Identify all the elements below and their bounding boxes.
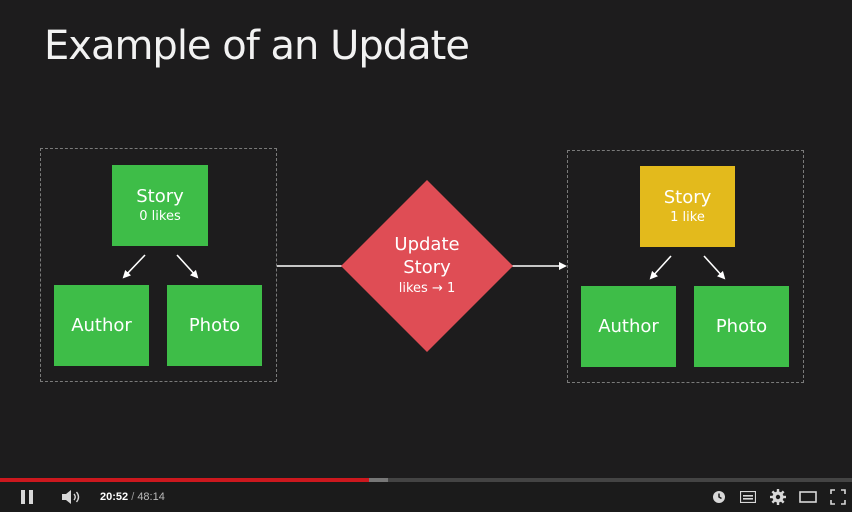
player-controls: 20:52 / 48:14 — [0, 478, 852, 512]
after-author-node: Author — [581, 286, 676, 367]
after-photo-label: Photo — [715, 315, 768, 337]
before-story-to-photo-arrow — [176, 254, 199, 279]
update-label: Update — [394, 234, 460, 255]
current-time: 20:52 — [100, 491, 129, 503]
before-group-box — [40, 148, 277, 382]
volume-icon — [62, 490, 80, 504]
before-author-node: Author — [54, 285, 149, 366]
video-frame[interactable]: Example of an Update Story 0 likes Autho… — [0, 0, 852, 478]
mute-button[interactable] — [58, 487, 84, 507]
after-group-box — [567, 150, 804, 383]
before-author-label: Author — [71, 314, 132, 336]
before-story-label: Story — [136, 186, 184, 207]
after-story-to-photo-arrow — [703, 255, 726, 280]
after-story-node: Story 1 like — [640, 166, 735, 247]
after-story-to-author-arrow — [649, 255, 672, 280]
progress-played — [0, 478, 369, 482]
slide-title: Example of an Update — [44, 23, 470, 69]
before-photo-label: Photo — [188, 314, 241, 336]
progress-bar[interactable] — [0, 478, 852, 482]
diamond-shape — [341, 180, 513, 352]
pause-button[interactable] — [16, 487, 38, 507]
fullscreen-icon — [830, 489, 846, 505]
after-story-likes: 1 like — [670, 210, 705, 225]
update-detail: likes → 1 — [398, 281, 456, 296]
after-photo-node: Photo — [694, 286, 789, 367]
duration: 48:14 — [137, 491, 165, 503]
fullscreen-button[interactable] — [827, 487, 849, 507]
before-photo-node: Photo — [167, 285, 262, 366]
before-story-to-author-arrow — [122, 254, 146, 279]
update-target-label: Story — [403, 257, 451, 278]
after-story-label: Story — [663, 187, 712, 208]
captions-button[interactable] — [737, 487, 759, 507]
gear-icon — [770, 489, 786, 505]
time-display: 20:52 / 48:14 — [100, 488, 165, 506]
diagram-connectors — [122, 254, 726, 280]
theater-mode-icon — [799, 491, 817, 503]
theater-mode-button[interactable] — [797, 487, 819, 507]
before-story-node: Story 0 likes — [112, 165, 208, 246]
before-story-likes: 0 likes — [139, 209, 181, 224]
after-author-label: Author — [598, 315, 659, 337]
pause-icon — [21, 490, 33, 504]
settings-button[interactable] — [767, 487, 789, 507]
captions-icon — [740, 491, 756, 503]
time-separator: / — [128, 491, 138, 503]
clock-icon — [713, 491, 725, 503]
watch-later-button[interactable] — [709, 487, 729, 507]
update-story-diamond: Update Story likes → 1 — [341, 180, 513, 352]
